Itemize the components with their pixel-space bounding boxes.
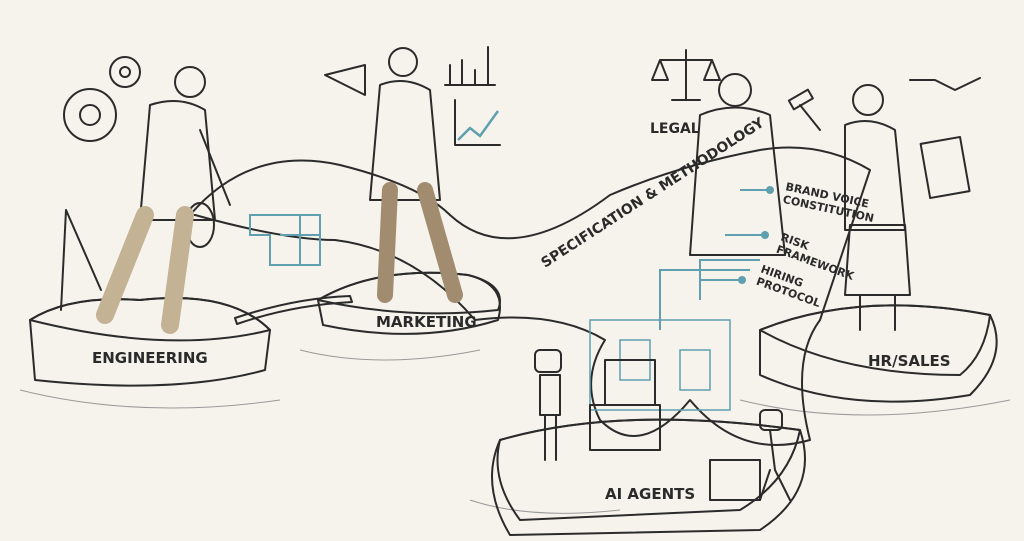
plank-bridge — [234, 295, 353, 325]
label-ai-agents: AI AGENTS — [605, 485, 695, 503]
block-structure — [589, 359, 761, 501]
megaphone-icon — [324, 64, 366, 96]
island-ai-agents — [491, 418, 806, 536]
blueprint-scroll: SPECIFICATION & METHODOLOGY BRAND VOICEC… — [185, 115, 875, 446]
compass-icon — [60, 209, 102, 311]
label-legal: LEGAL — [650, 121, 700, 137]
marketer-figure — [369, 47, 463, 303]
judge-figure — [689, 73, 786, 256]
hr-figure — [844, 84, 911, 331]
scroll-title: SPECIFICATION & METHODOLOGY — [538, 115, 767, 272]
gear-icon — [63, 88, 117, 142]
island-hr-sales — [759, 304, 998, 403]
scales-icon — [651, 49, 721, 101]
handshake-icon — [909, 77, 981, 91]
gear-icon — [109, 56, 141, 88]
robot-icon — [534, 349, 562, 461]
water-ripples — [19, 349, 1011, 514]
robot-icon — [759, 409, 791, 501]
gavel-icon — [787, 88, 821, 131]
clipboard-icon — [919, 135, 971, 200]
island-engineering — [29, 297, 271, 387]
line-chart-icon — [454, 99, 501, 146]
bar-chart-icon — [444, 46, 496, 86]
engineer-figure — [96, 66, 231, 334]
label-marketing: MARKETING — [376, 313, 477, 331]
label-hr-sales: HR/SALES — [868, 352, 951, 370]
label-engineering: ENGINEERING — [92, 349, 208, 367]
